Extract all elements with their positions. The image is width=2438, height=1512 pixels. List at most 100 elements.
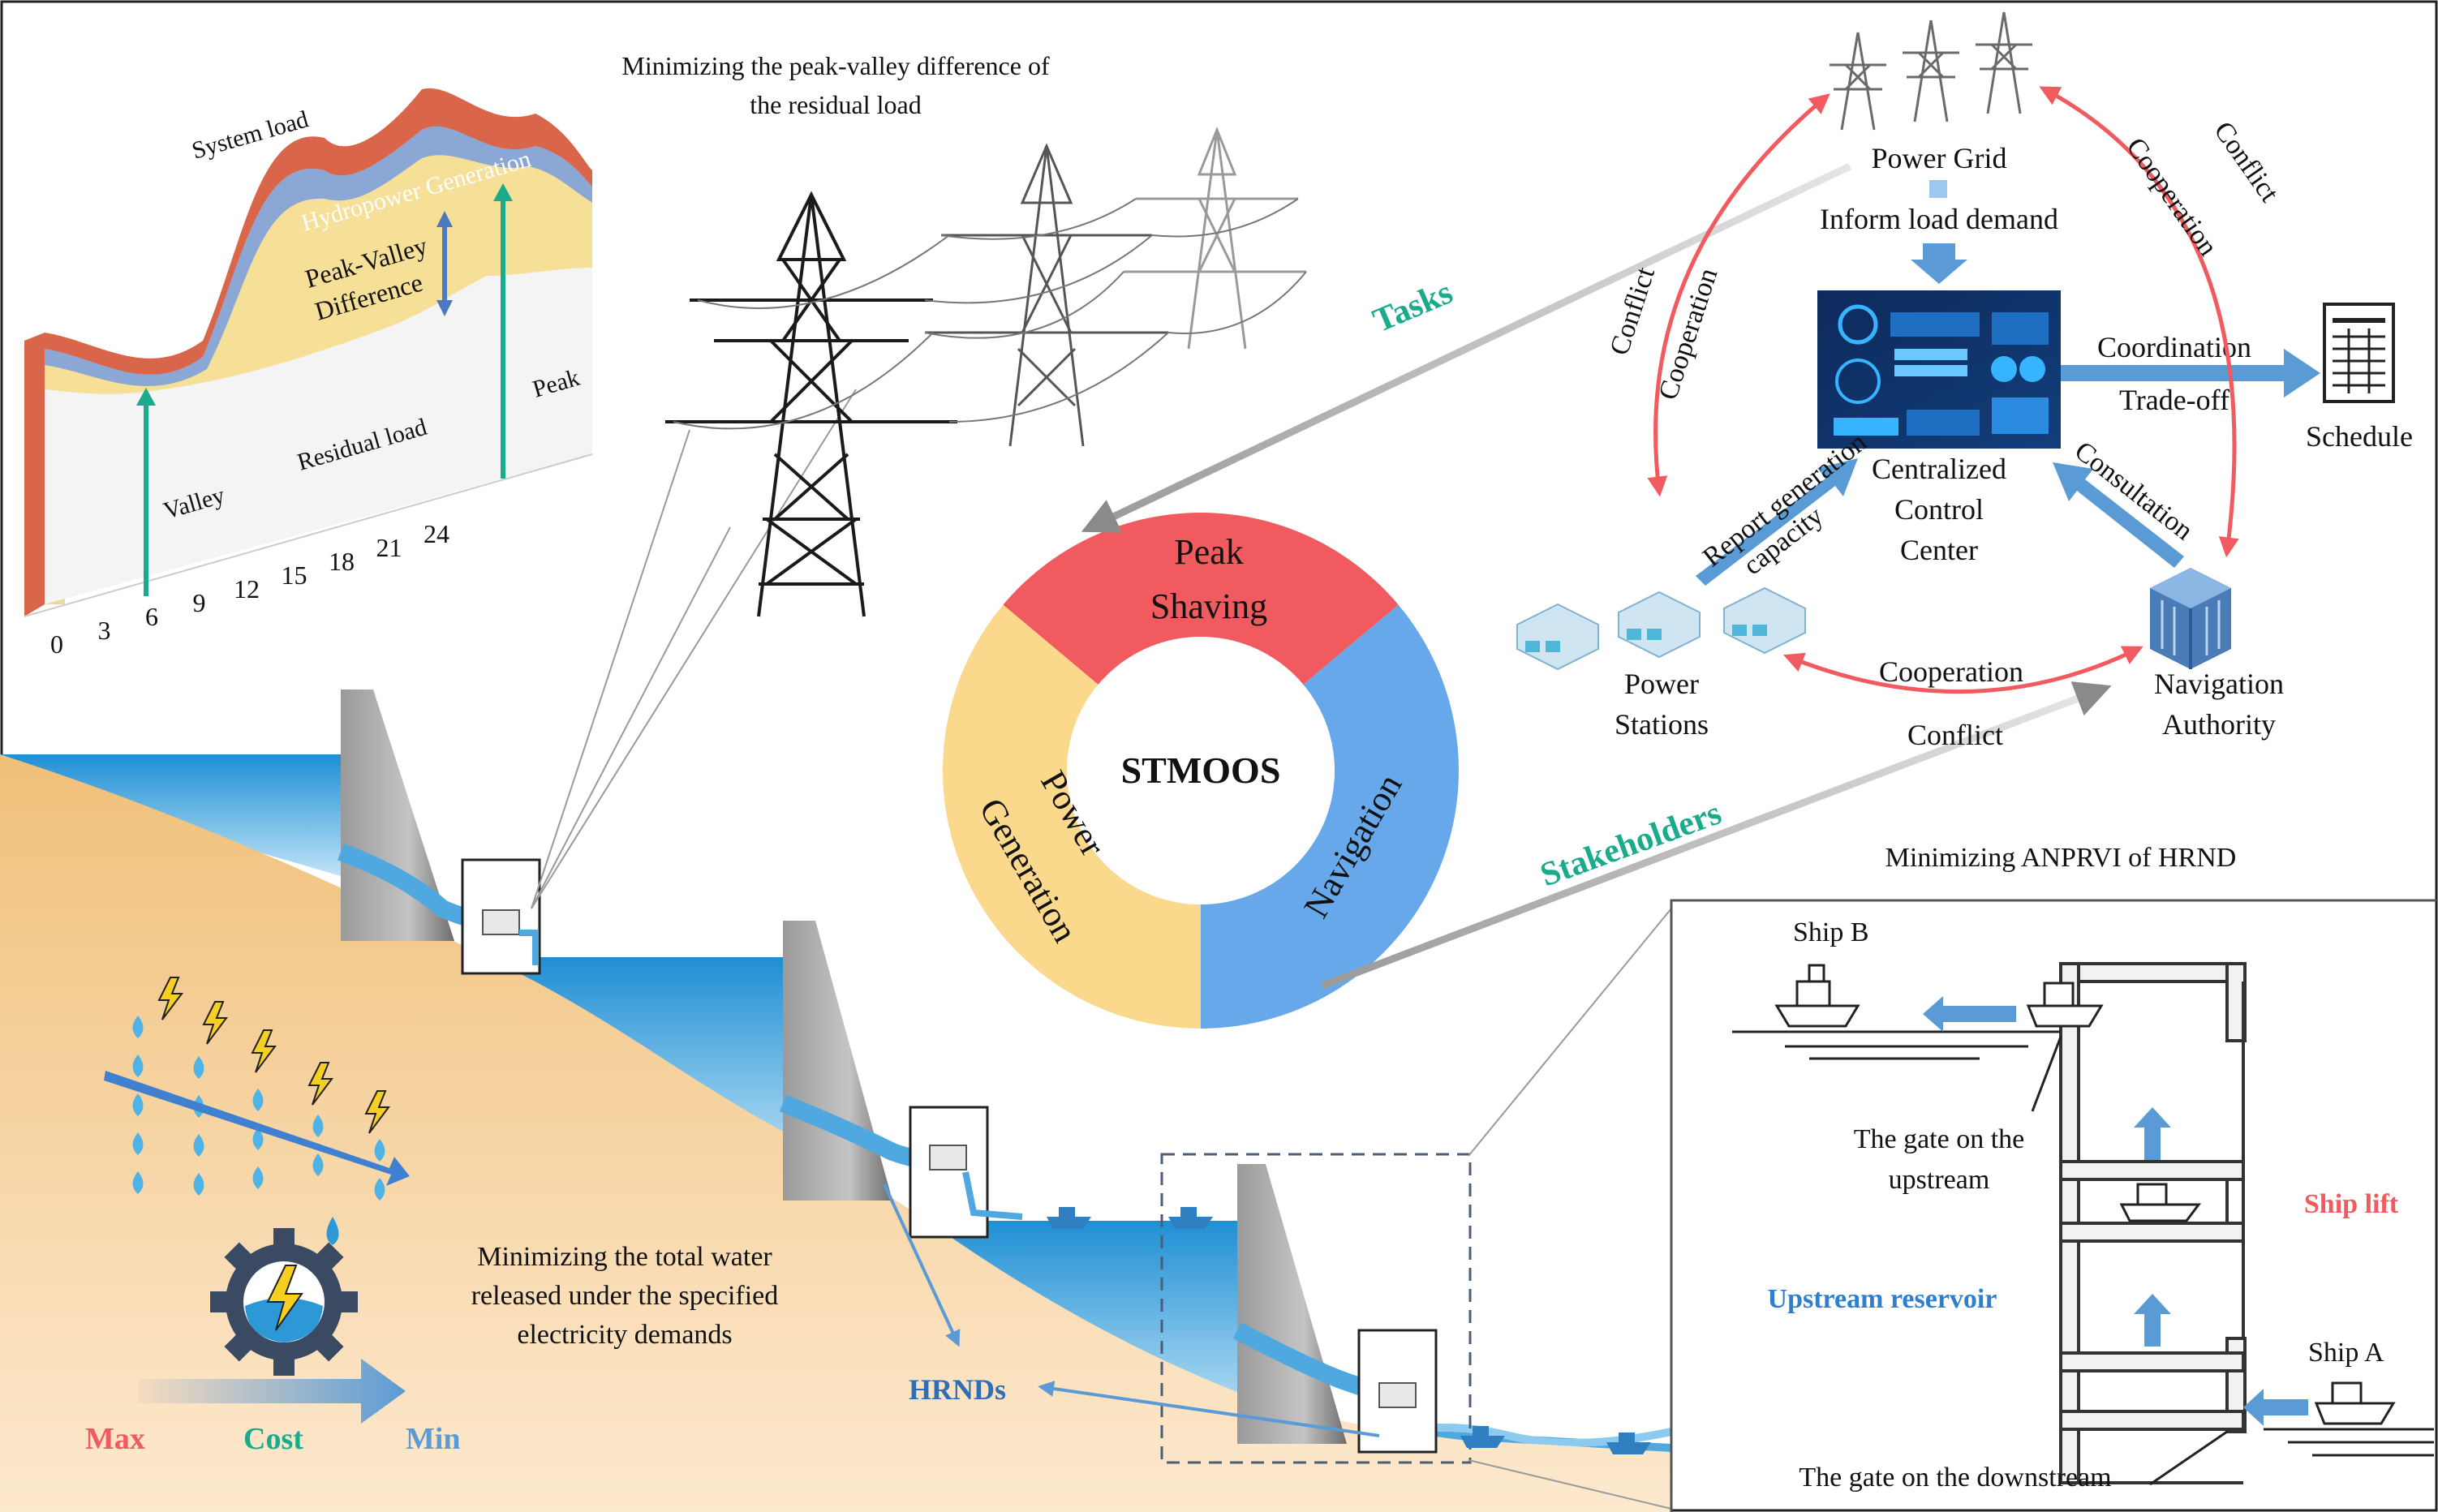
- navigation-authority-label-1: Navigation: [2154, 668, 2284, 700]
- water-drop-icon: [132, 1055, 144, 1077]
- load-chart: System load Hydropower Generation Peak-V…: [24, 88, 593, 659]
- water-drop-icon: [374, 1139, 385, 1162]
- hour-tick-label: 21: [376, 533, 402, 562]
- peak-valley-band: [45, 126, 592, 394]
- ship-lift-label: Ship lift: [2304, 1189, 2399, 1219]
- power-stations-label-2: Stations: [1615, 708, 1709, 741]
- lightning-bolt-icon: [251, 1029, 277, 1073]
- water-drop-icon: [252, 1128, 264, 1150]
- ship-a-label: Ship A: [2308, 1338, 2384, 1368]
- lightning-bolt-icon: [364, 1090, 390, 1134]
- hour-tick-label: 9: [193, 588, 206, 617]
- hour-tick-label: 3: [98, 616, 111, 645]
- hrnd-highlight-box: [1160, 1153, 1472, 1464]
- lightning-bolt-icon: [157, 977, 183, 1020]
- ship-top-in-lift-icon: [2026, 982, 2104, 1028]
- inform-arrow: [1911, 243, 1967, 284]
- trade-off-label: Trade-off: [2119, 384, 2229, 416]
- cost-label: Cost: [243, 1422, 303, 1456]
- lift-up-arrow-upper: [2134, 1107, 2171, 1160]
- conflict-bottom-label: Conflict: [1907, 719, 2003, 751]
- navigation-authority-label-2: Authority: [2162, 708, 2276, 741]
- objective-anprvi-label: Minimizing ANPRVI of HRND: [1885, 843, 2237, 873]
- lightning-bolt-icon: [307, 1062, 333, 1106]
- hour-tick-label: 0: [50, 629, 63, 659]
- ship-exit-arrow: [1923, 996, 2016, 1032]
- ship-lift-panel: Minimizing ANPRVI of HRND: [1670, 843, 2436, 1512]
- ring-segment-peak-shaving: [1003, 512, 1399, 685]
- stations-authority-relation-arc: [1783, 646, 2143, 694]
- power-stations-label-1: Power: [1624, 668, 1699, 700]
- hour-tick-label: 24: [424, 519, 449, 548]
- leader-lines: [531, 389, 1672, 1510]
- control-center-label-1: Centralized: [1872, 453, 2006, 485]
- cost-min-label: Min: [406, 1422, 461, 1456]
- schedule-label: Schedule: [2306, 420, 2413, 453]
- tower-back: [1124, 126, 1306, 350]
- tower-front: [665, 191, 957, 617]
- lift-up-arrow-lower: [2134, 1294, 2171, 1347]
- navigation-authority-icon: [2150, 568, 2231, 669]
- ring-center-label: STMOOS: [1121, 750, 1281, 791]
- cost-max-label: Max: [85, 1422, 145, 1456]
- lift-shaft: [2059, 962, 2247, 1484]
- ring-segment-power-generation: [942, 604, 1201, 1029]
- dam-upper: [341, 689, 454, 941]
- ship-b-label: Ship B: [1793, 917, 1869, 947]
- water-drop-icon: [252, 1089, 264, 1111]
- hour-tick-label: 6: [145, 602, 158, 631]
- ship-a-icon: [2314, 1381, 2396, 1425]
- right-arc-conflict-label: Conflict: [2208, 116, 2285, 208]
- control-center-label-2: Control: [1894, 493, 1984, 526]
- ring-label-peak-shaving-2: Shaving: [1150, 586, 1267, 626]
- ring-label-peak-shaving-1: Peak: [1174, 532, 1244, 572]
- water-drop-icon: [193, 1173, 204, 1196]
- gate-upstream-label-1: The gate on the: [1854, 1124, 2025, 1154]
- water-drop-icon: [132, 1171, 144, 1194]
- objective-water-line-2: released under the specified: [471, 1281, 779, 1311]
- landscape: [0, 689, 1673, 1512]
- water-lines: [1732, 1030, 2434, 1457]
- lightning-bolt-icon: [202, 1001, 228, 1045]
- upstream-reservoir-label: Upstream reservoir: [1768, 1284, 1997, 1314]
- ring-center: [1067, 637, 1335, 904]
- water-drop-icon: [193, 1134, 204, 1157]
- power-stations-icon: [1516, 586, 1806, 671]
- lightning-bolts: [157, 977, 390, 1134]
- objective-peak-valley-line-1: Minimizing the peak-valley difference of: [621, 51, 1050, 80]
- system-load-band: [45, 88, 592, 375]
- water-drop-icon: [193, 1056, 204, 1079]
- tasks-label: Tasks: [1368, 273, 1458, 340]
- hrnds-arrow-from-lower: [1038, 1381, 1380, 1437]
- grid-authority-relation-arc: [2039, 86, 2239, 558]
- hour-tick-label: 15: [282, 561, 307, 590]
- hour-tick-labels: 0 3 6 9 12 15 18 21 24: [50, 519, 449, 659]
- dam-middle: [783, 921, 892, 1201]
- ship-b-icon: [1774, 964, 1860, 1028]
- water-drop-icon: [132, 1132, 144, 1155]
- ring-segment-navigation: [1201, 604, 1459, 1029]
- inform-load-demand-label: Inform load demand: [1820, 203, 2058, 235]
- schedule-icon: [2323, 303, 2395, 403]
- hour-tick-label: 18: [329, 547, 355, 576]
- right-arc-cooperation-label: Cooperation: [2120, 132, 2223, 261]
- power-grid-icon: [1830, 11, 2032, 131]
- control-center-label-3: Center: [1900, 534, 1978, 566]
- transmission-towers: [665, 126, 1307, 617]
- ship-middle-in-lift-icon: [2119, 1183, 2201, 1222]
- stakeholder-diagram: Power Grid Inform load demand Centralize…: [1516, 11, 2413, 751]
- gear-water-icon: [210, 1217, 358, 1376]
- objective-water-line-1: Minimizing the total water: [477, 1242, 772, 1272]
- hydropower-generation-band: [45, 126, 592, 386]
- hrnds-arrow-from-middle: [883, 1183, 961, 1347]
- cooperation-bottom-label: Cooperation: [1879, 655, 2023, 688]
- decline-arrow: [104, 1071, 410, 1186]
- gate-downstream-label: The gate on the downstream: [1799, 1463, 2111, 1493]
- water-release-objective: Max Cost Min Minimizing the total water …: [85, 977, 778, 1456]
- tower-middle: [925, 143, 1168, 447]
- hour-tick-label: 12: [234, 574, 260, 604]
- water-drop-icon: [132, 1016, 144, 1038]
- stmoos-ring: [942, 512, 1459, 1029]
- power-grid-label: Power Grid: [1872, 142, 2007, 174]
- objective-peak-valley-line-2: the residual load: [750, 90, 921, 119]
